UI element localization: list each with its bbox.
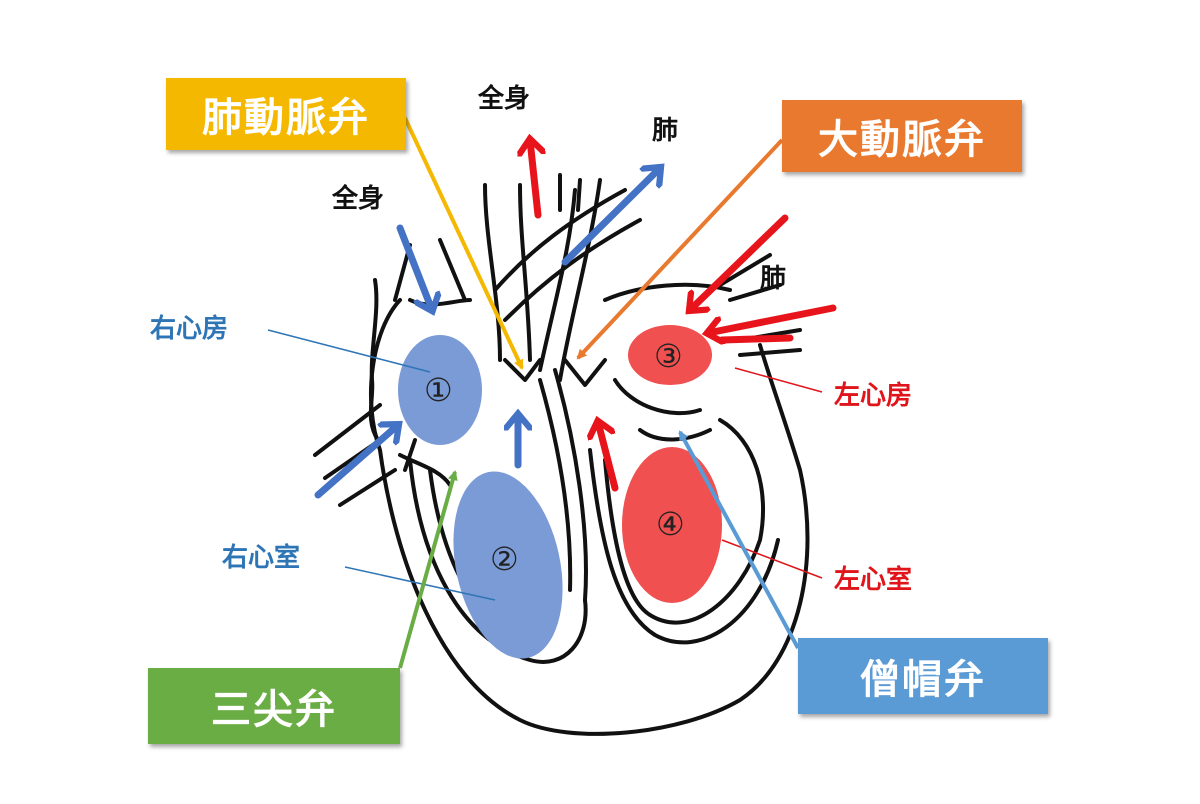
heart-outline [313,173,810,736]
lv-outflow-arrow [598,422,619,492]
left-ventricle-shape [622,447,722,603]
body-out-label: 全身 [478,84,531,114]
mitral-valve-callout: 僧帽弁 [798,638,1048,714]
left-atrium-shape [628,325,712,385]
aortic-valve-pointer [576,138,784,360]
aortic-valve-callout: 大動脈弁 [782,100,1022,172]
mitral-valve-pointer [678,430,800,649]
right-ventricle-number: ② [490,540,519,578]
lung-in-label: 肺 [760,264,787,294]
pulmonary-valve-pointer [403,117,524,370]
body-in-label: 全身 [332,184,385,214]
right-ventricle-label: 右心室 [222,543,301,573]
right-atrium-label: 右心房 [150,314,229,344]
lung-out-label: 肺 [652,116,679,146]
tricuspid-valve-pointer [398,470,458,669]
right-ventricle-shape [453,471,563,659]
left-atrium-label: 左心房 [834,381,913,411]
left-atrium-number: ③ [654,337,683,375]
left-ventricle-number: ④ [656,505,685,543]
pulmonary-vein-line [718,334,794,344]
aorta-out-arrow [530,140,538,219]
vena-cava-arrow [396,224,432,310]
pulmonary-out-arrow [561,168,660,266]
left-ventricle-leader [721,539,823,579]
pulmonary-vein-arrow-1 [690,214,789,310]
inferior-vena-cava-arrow [314,425,398,499]
left-ventricle-label: 左心室 [834,565,913,595]
pulmonary-valve-callout: 肺動脈弁 [166,78,406,150]
right-ventricle-leader [344,566,496,601]
tricuspid-valve-callout: 三尖弁 [148,668,400,744]
right-atrium-number: ① [424,371,453,409]
left-atrium-leader [734,367,823,393]
pulmonary-vein-arrow-2 [708,304,837,333]
right-atrium-leader [267,329,431,373]
right-atrium-shape [398,335,482,445]
